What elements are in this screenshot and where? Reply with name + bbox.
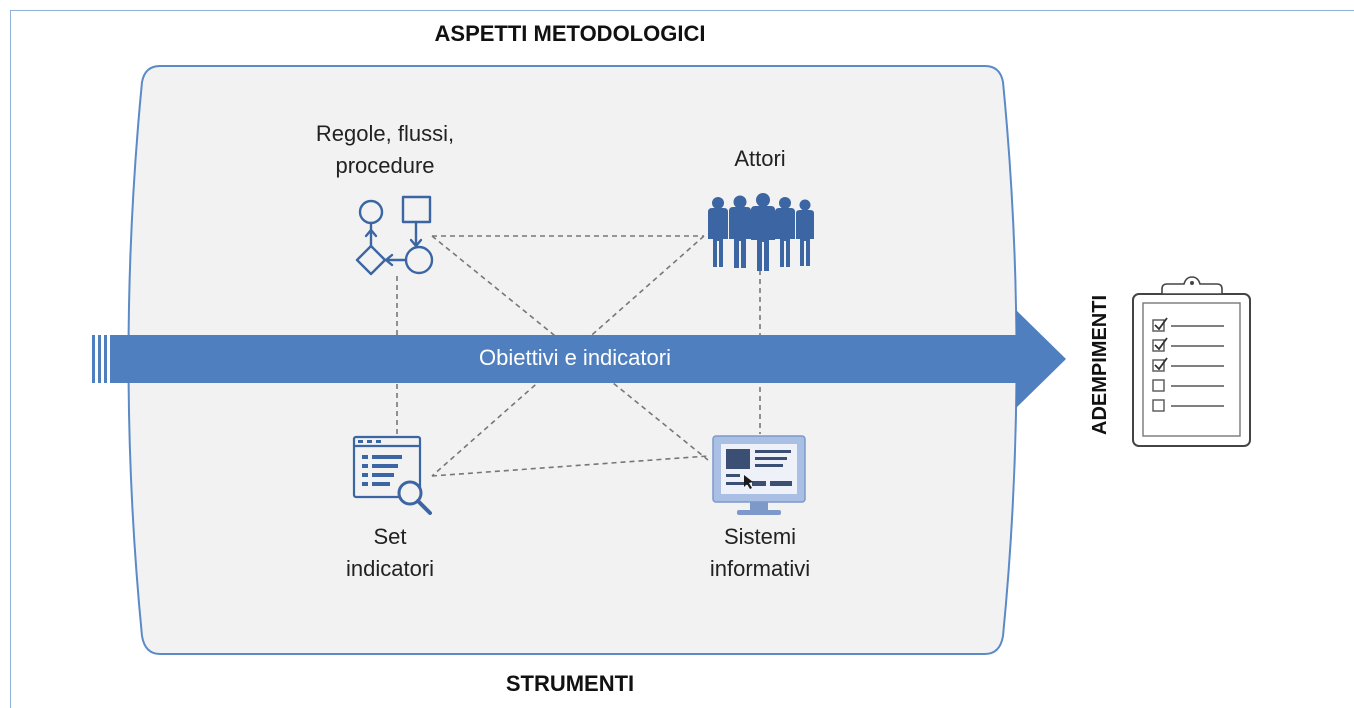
side-label-adempimenti: ADEMPIMENTI <box>1089 295 1111 435</box>
flowchart-icon <box>355 195 434 276</box>
label-attori: Attori <box>734 146 786 171</box>
frame-top-border <box>10 10 1354 11</box>
label-sistemi-informativi: Sistemi informativi <box>709 524 811 581</box>
arrow-label: Obiettivi e indicatori <box>479 345 671 370</box>
frame-left-border <box>10 10 11 708</box>
main-arrow <box>92 310 1066 408</box>
clipboard-checklist-icon <box>1132 276 1251 447</box>
people-group-icon <box>708 193 814 271</box>
data-search-icon <box>352 435 432 515</box>
arrow-stripe-1 <box>92 335 95 383</box>
bottom-title: STRUMENTI <box>505 671 635 696</box>
computer-monitor-icon <box>712 435 806 515</box>
arrow-body <box>110 310 1066 408</box>
label-regole-flussi-procedure: Regole, flussi, procedure <box>315 121 455 178</box>
arrow-stripe-2 <box>98 335 101 383</box>
connector-set-sistemi <box>431 455 709 477</box>
top-title: ASPETTI METODOLOGICI <box>434 21 706 46</box>
label-set-indicatori: Set indicatori <box>345 524 435 581</box>
arrow-stripe-3 <box>104 335 107 383</box>
